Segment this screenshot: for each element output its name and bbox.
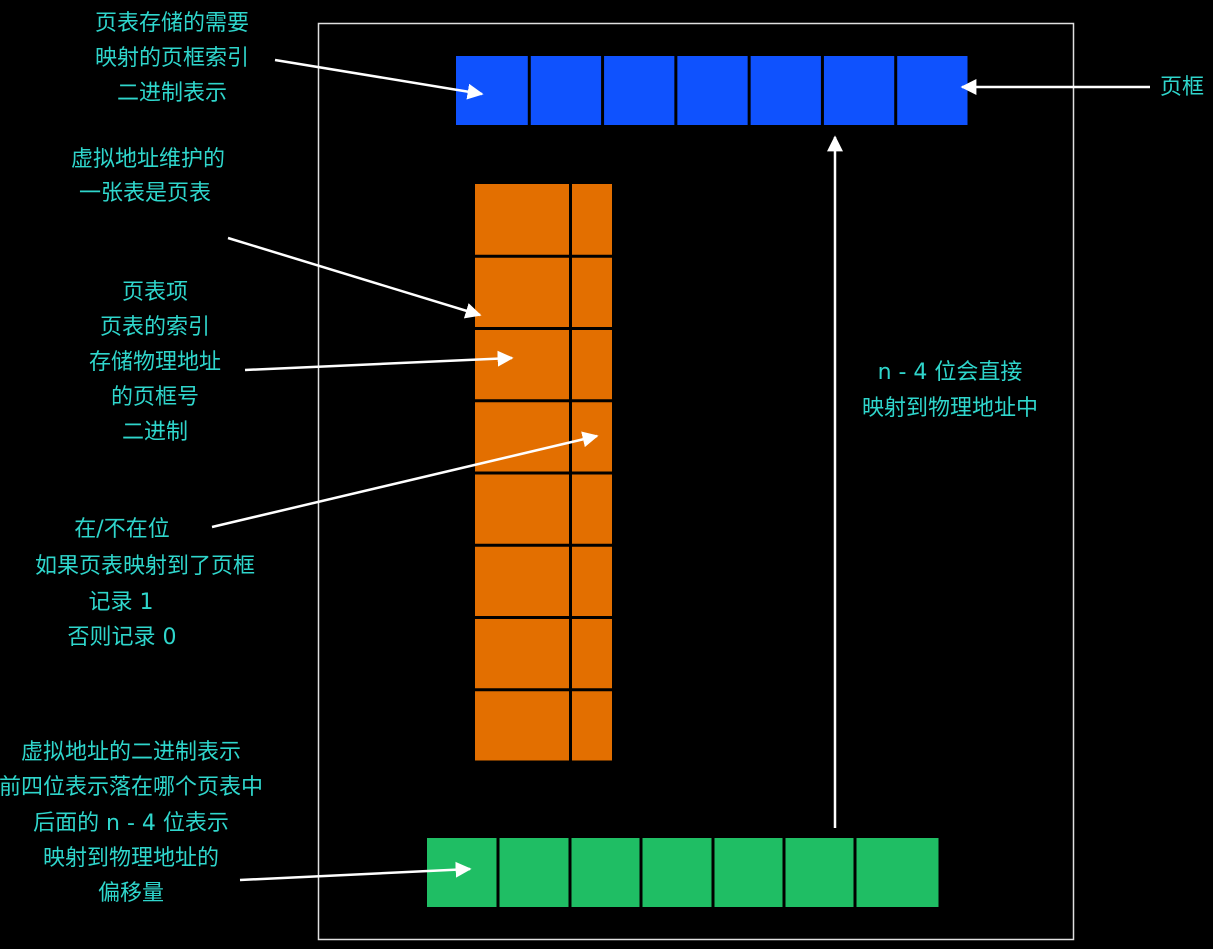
virtual-address-bit-cell	[427, 838, 497, 907]
arrow-present-bit	[211, 431, 599, 529]
arrow-frame-index	[274, 58, 484, 100]
page-frame-cell	[677, 56, 748, 125]
label-line: 记录 1	[89, 590, 154, 615]
label-page-frame: 页框	[1160, 75, 1204, 100]
arrow-page-table-entry	[244, 350, 514, 372]
page-frame-cell	[897, 56, 968, 125]
label-line: 映射到物理地址中	[862, 396, 1038, 421]
arrow-virtual-address	[239, 861, 472, 882]
label-line: 一张表是页表	[79, 181, 211, 206]
label-virtual-address: 虚拟地址的二进制表示 前四位表示落在哪个页表中 后面的 n - 4 位表示 映射…	[0, 740, 263, 906]
label-line: 页表项	[122, 280, 188, 305]
label-line: 否则记录 0	[68, 625, 177, 650]
page-table-entry-frame-number	[475, 257, 569, 327]
virtual-address-bit-cell	[785, 838, 854, 907]
label-line: 的页框号	[111, 385, 199, 410]
page-table-entry-present-bit	[572, 619, 612, 689]
memory-frame-border	[317, 22, 1075, 941]
virtual-address-bit-cell	[499, 838, 569, 907]
label-line: 后面的 n - 4 位表示	[33, 811, 229, 836]
label-page-table-entry: 页表项 页表的索引 存储物理地址 的页框号 二进制	[89, 280, 221, 445]
label-page-table-desc: 虚拟地址维护的 一张表是页表	[71, 147, 225, 206]
label-line: 页表的索引	[100, 315, 210, 340]
page-table-entry-frame-number	[475, 546, 569, 616]
page-table-entry-present-bit	[572, 691, 612, 761]
label-frame-index: 页表存储的需要 映射的页框索引 二进制表示	[95, 11, 249, 106]
page-table-entry-frame-number	[475, 474, 569, 544]
page-table-entry-present-bit	[572, 257, 612, 327]
page-frame-cell	[530, 56, 602, 125]
virtual-address-bit-cell	[571, 838, 640, 907]
label-line: 如果页表映射到了页框	[35, 554, 255, 579]
virtual-address-bit-cell	[714, 838, 783, 907]
page-table	[475, 184, 612, 761]
label-line: 偏移量	[98, 881, 164, 906]
label-offset-mapping: n - 4 位会直接 映射到物理地址中	[862, 360, 1038, 421]
page-table-entry-present-bit	[572, 474, 612, 544]
page-table-entry-frame-number	[475, 184, 569, 255]
label-line: 页表存储的需要	[95, 11, 249, 36]
label-line: 映射到物理地址的	[43, 846, 219, 871]
page-frame-cell	[823, 56, 895, 125]
arrows	[211, 58, 1150, 882]
label-line: 二进制表示	[117, 81, 227, 106]
virtual-address-bit-cell	[642, 838, 712, 907]
page-table-entry-present-bit	[572, 546, 612, 616]
page-table-entry-frame-number	[475, 691, 569, 761]
label-line: 映射的页框索引	[95, 46, 249, 71]
page-table-entry-frame-number	[475, 330, 569, 400]
page-frame-cell	[750, 56, 821, 125]
arrow-page-table	[227, 236, 482, 319]
page-table-entry-present-bit	[572, 330, 612, 400]
label-line: 虚拟地址的二进制表示	[21, 740, 241, 765]
page-table-entry-frame-number	[475, 619, 569, 689]
label-line: 二进制	[122, 420, 188, 445]
label-line: 虚拟地址维护的	[71, 147, 225, 172]
label-line: 在/不在位	[74, 517, 169, 542]
virtual-address-bit-cell	[856, 838, 939, 907]
label-line: 存储物理地址	[89, 350, 221, 375]
label-line: n - 4 位会直接	[878, 360, 1023, 385]
page-frame-cell	[604, 56, 675, 125]
page-frame-row	[456, 56, 968, 125]
label-line: 前四位表示落在哪个页表中	[0, 775, 263, 800]
virtual-address-row	[427, 838, 939, 907]
page-table-entry-present-bit	[572, 184, 612, 255]
label-present-bit: 在/不在位 如果页表映射到了页框 记录 1 否则记录 0	[35, 517, 255, 650]
